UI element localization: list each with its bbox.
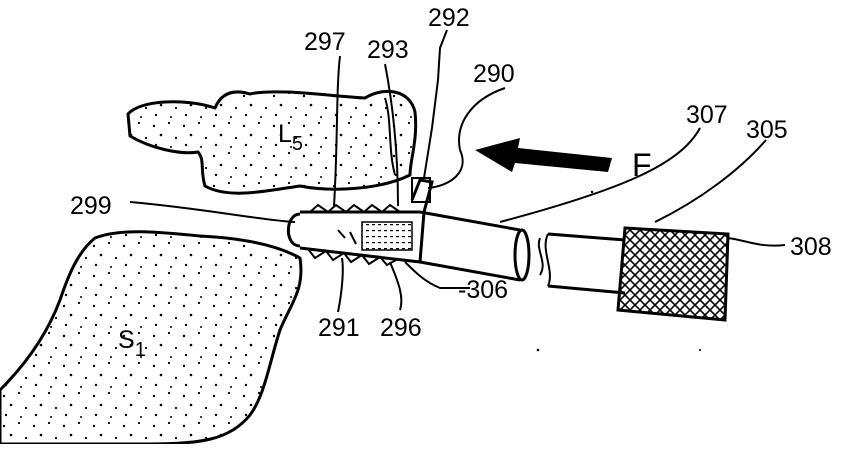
label-308: 308 xyxy=(790,233,832,261)
label-292: 292 xyxy=(428,4,470,32)
label-290: 290 xyxy=(473,60,515,88)
label-296: 296 xyxy=(380,314,422,342)
label-297: 297 xyxy=(304,28,346,56)
insertion-tool xyxy=(420,212,625,293)
l5-vertebra xyxy=(128,91,416,193)
label-299: 299 xyxy=(70,192,112,220)
label-force: F xyxy=(632,147,652,183)
threaded-implant xyxy=(288,178,432,265)
force-arrow xyxy=(475,138,612,172)
handle xyxy=(618,228,728,320)
s1-vertebra xyxy=(0,232,301,444)
label-293: 293 xyxy=(367,36,409,64)
label-305: 305 xyxy=(746,116,788,144)
label-307: 307 xyxy=(686,101,728,129)
label-306: -306 xyxy=(458,276,508,304)
label-291: 291 xyxy=(318,314,360,342)
